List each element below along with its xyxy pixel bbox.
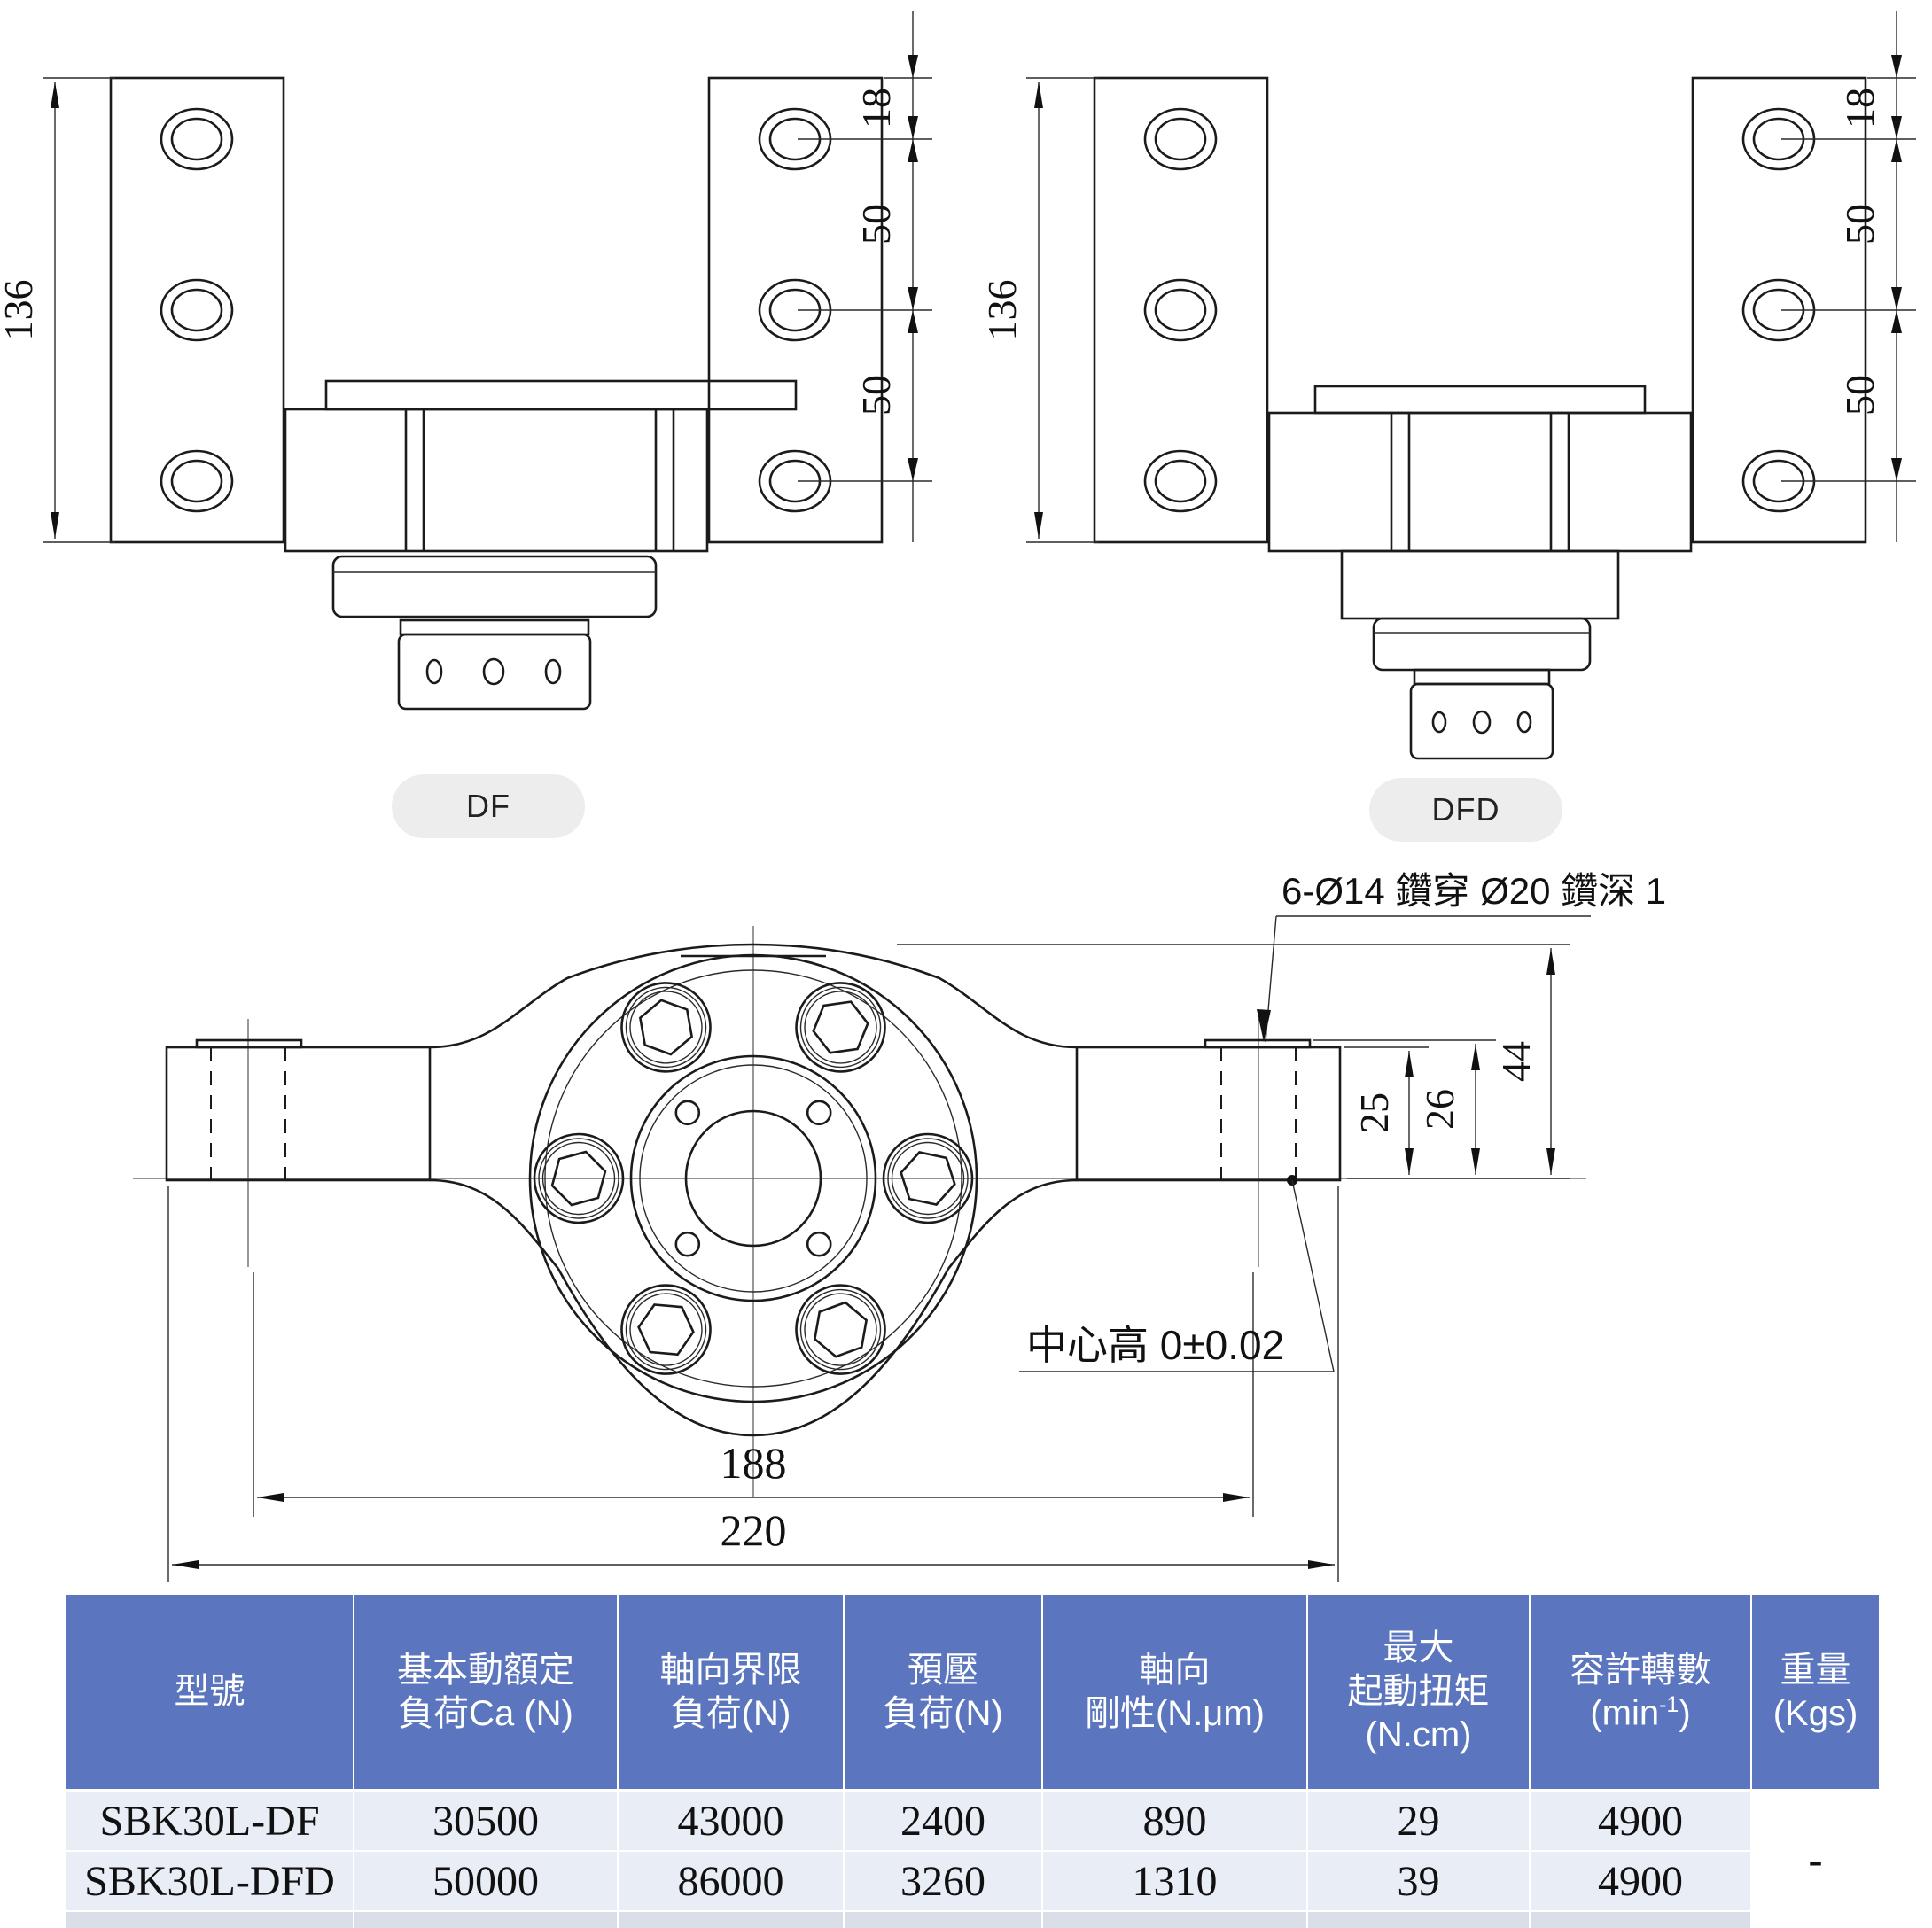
front-dim-26: 26 xyxy=(1417,1089,1462,1130)
front-dims-right: 25 26 44 xyxy=(897,944,1570,1179)
cell-rpm-dfd: 4900 xyxy=(1531,1852,1752,1912)
dfd-dim-50b: 50 xyxy=(1837,375,1882,416)
cell-preload-dfd: 3260 xyxy=(845,1852,1043,1912)
col-header-dynamic-load: 基本動額定負荷Ca (N) xyxy=(354,1595,619,1792)
col-header-weight: 重量(Kgs) xyxy=(1752,1595,1879,1792)
df-label: DF xyxy=(466,788,510,824)
cell-model-dfd: SBK30L-DFD xyxy=(66,1852,354,1912)
col-header-rigidity: 軸向剛性(N.μm) xyxy=(1043,1595,1308,1792)
df-dim-chain: 18 50 50 xyxy=(798,11,932,542)
front-dim-188: 188 xyxy=(721,1438,787,1488)
cell-ca-df: 30500 xyxy=(354,1792,619,1852)
center-height-text: 中心高 0±0.02 xyxy=(1026,1322,1284,1368)
cell-rigidity-dfd: 1310 xyxy=(1043,1852,1308,1912)
df-label-pill: DF xyxy=(392,774,585,838)
dfd-dim-chain: 18 50 50 xyxy=(1781,11,1916,542)
cell-rpm-df: 4900 xyxy=(1531,1792,1752,1852)
spec-table: 型號 基本動額定負荷Ca (N) 軸向界限負荷(N) 預壓負荷(N) 軸向剛性(… xyxy=(66,1595,1879,1928)
col-header-model: 型號 xyxy=(66,1595,354,1792)
col-header-rpm: 容許轉數 (min-1) xyxy=(1531,1595,1752,1792)
cell-torque-dfd: 39 xyxy=(1308,1852,1531,1912)
dfd-label: DFD xyxy=(1431,791,1500,828)
center-height-callout: 中心高 0±0.02 xyxy=(1019,1175,1335,1372)
hole-callout-text: 6-Ø14 鑽穿 Ø20 鑽深 1 xyxy=(1282,870,1666,912)
df-dim-50b: 50 xyxy=(853,375,899,416)
cell-model-df: SBK30L-DF xyxy=(66,1792,354,1852)
cell-axial-df: 43000 xyxy=(619,1792,845,1852)
col-header-torque: 最大起動扭矩 (N.cm) xyxy=(1308,1595,1531,1792)
cell-weight-merged: - xyxy=(1752,1792,1879,1928)
cell-torque-df: 29 xyxy=(1308,1792,1531,1852)
hole-callout: 6-Ø14 鑽穿 Ø20 鑽深 1 xyxy=(1257,870,1666,1043)
table-strip xyxy=(66,1912,354,1928)
dfd-dim-18: 18 xyxy=(1837,88,1882,128)
cell-ca-dfd: 50000 xyxy=(354,1852,619,1912)
cell-axial-dfd: 86000 xyxy=(619,1852,845,1912)
front-dim-44: 44 xyxy=(1493,1041,1539,1082)
front-view: 25 26 44 188 220 6-Ø14 鑽穿 Ø20 鑽深 1 xyxy=(133,870,1666,1582)
front-dims-bottom: 188 220 xyxy=(167,1186,1339,1582)
dfd-dim-50a: 50 xyxy=(1837,204,1882,245)
front-dim-25: 25 xyxy=(1352,1092,1397,1133)
col-header-axial-limit: 軸向界限負荷(N) xyxy=(619,1595,845,1792)
dfd-dim-136: 136 xyxy=(979,280,1024,341)
dfd-label-pill: DFD xyxy=(1369,778,1562,842)
dfd-dim-height: 136 xyxy=(979,77,1099,543)
df-side-view: 136 18 50 50 xyxy=(0,11,932,711)
df-dim-50a: 50 xyxy=(853,204,899,245)
df-dim-136: 136 xyxy=(0,280,41,341)
cell-rigidity-df: 890 xyxy=(1043,1792,1308,1852)
cell-preload-df: 2400 xyxy=(845,1792,1043,1852)
df-dim-18: 18 xyxy=(853,88,899,128)
df-dim-height: 136 xyxy=(0,77,115,543)
dfd-side-view: 136 18 50 50 xyxy=(979,11,1916,760)
front-dim-220: 220 xyxy=(721,1505,787,1555)
col-header-preload: 預壓負荷(N) xyxy=(845,1595,1043,1792)
